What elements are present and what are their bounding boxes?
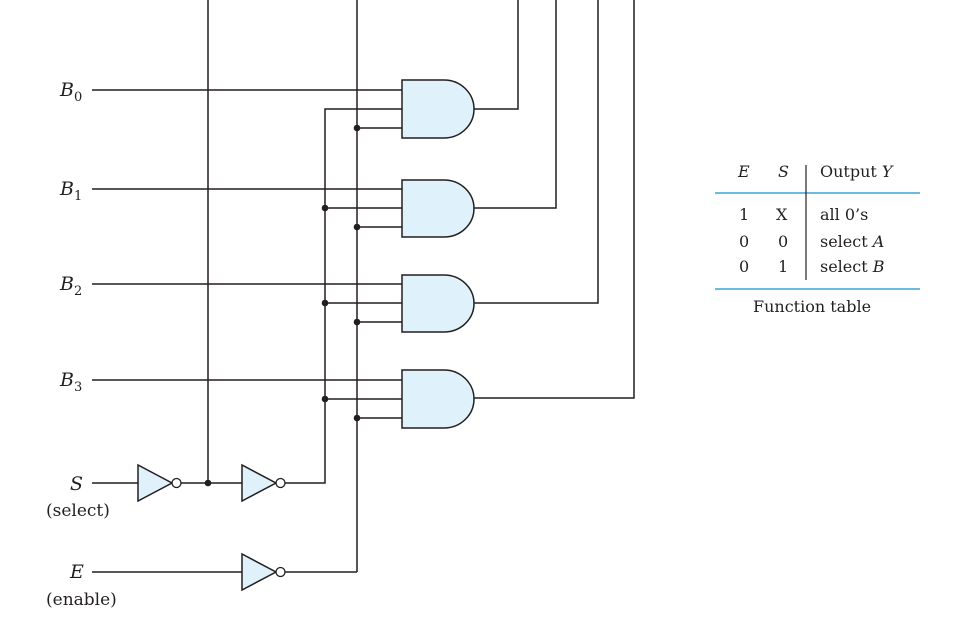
table-row-1-output: all 0’s [820,205,868,224]
and-gate-3 [401,369,475,429]
inverter-bubble [171,477,182,489]
inverter-bubble [275,566,286,578]
label-s: S [70,473,83,495]
inverter-s-2 [241,463,278,503]
junction-dot [321,299,329,307]
junction-dot [353,124,361,132]
junction-dot [353,414,361,422]
junction-dot [321,395,329,403]
junction-dot [321,204,329,212]
inverter-bubble [275,477,286,489]
inverter-s-1 [137,463,174,503]
function-table: E S Output Y 1 X all 0’s 0 0 select A 0 … [715,162,920,316]
label-s-note: (select) [46,501,110,521]
and-gates [401,79,475,429]
table-row-2-e: 0 [739,232,749,251]
wire-output-gate-0 [474,0,519,110]
table-header-e: E [737,162,750,181]
junctions [204,124,361,487]
wire-gate0-select [324,108,402,110]
junction-dot [353,223,361,231]
and-gate-1 [401,179,475,238]
table-row-1-e: 1 [739,205,749,224]
input-labels: B0 B1 B2 B3 S (select) E (enable) [46,79,117,610]
wire-output-gate-2 [474,0,599,304]
wire-output-gate-3 [474,0,635,399]
inverter-e [241,552,278,592]
wire-s-inverter2-out [285,482,326,484]
label-b0: B0 [59,79,82,105]
table-row-2-s: 0 [778,232,788,251]
table-caption: Function table [753,297,871,316]
label-e: E [69,561,84,583]
table-row-3-output: select B [820,257,885,276]
wire-output-gate-1 [474,0,557,209]
and-gate-0 [401,79,475,139]
table-row-3-s: 1 [778,257,788,276]
wires [92,0,635,573]
table-row-2-output: select A [820,232,884,251]
table-header-s: S [778,162,789,181]
label-e-note: (enable) [46,590,117,610]
and-gate-2 [401,274,475,333]
inverters [137,463,286,592]
table-header-output: Output Y [820,162,894,181]
table-row-1-s: X [776,205,788,224]
junction-dot [353,318,361,326]
junction-dot [204,479,212,487]
label-b2: B2 [59,273,82,299]
table-row-3-e: 0 [739,257,749,276]
label-b3: B3 [59,369,82,395]
label-b1: B1 [59,178,82,204]
